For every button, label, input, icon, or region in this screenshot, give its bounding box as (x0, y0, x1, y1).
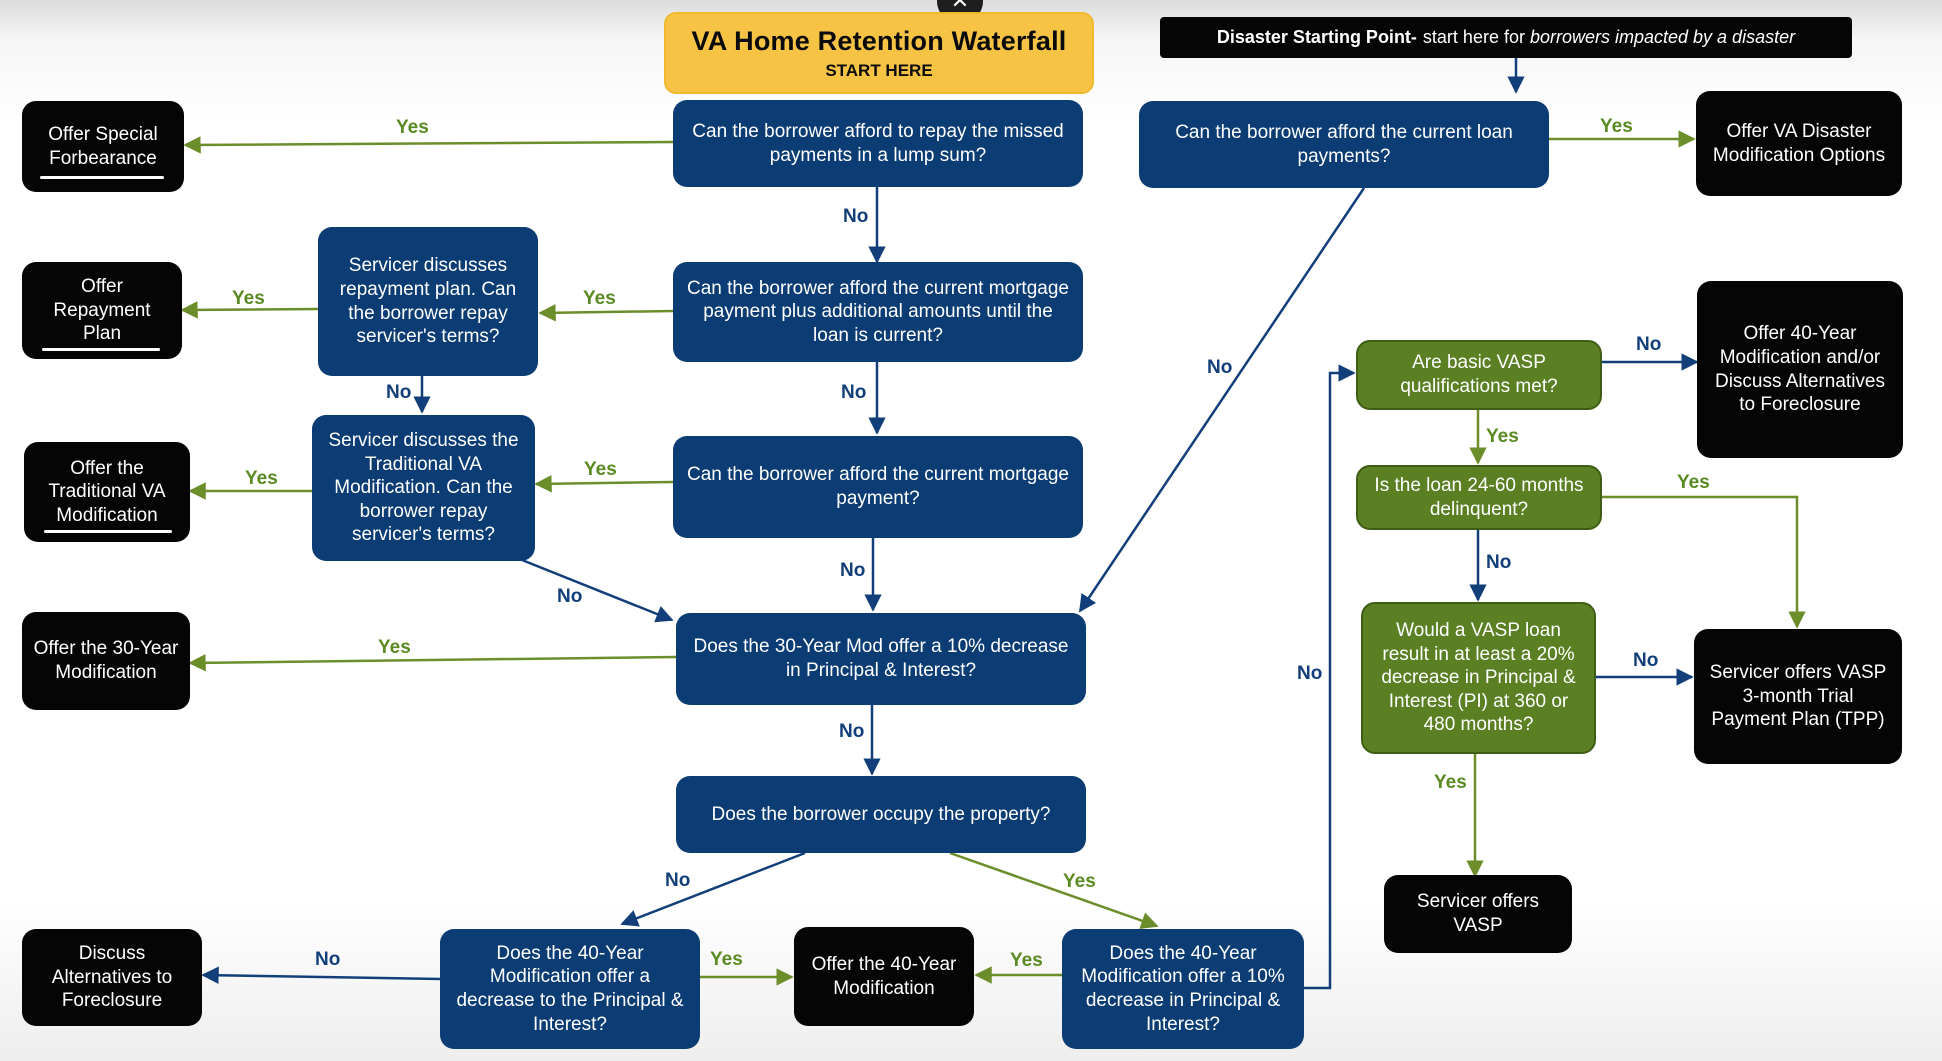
label-current-no: No (840, 560, 866, 581)
question-30yr: Does the 30-Year Mod offer a 10% decreas… (676, 613, 1086, 705)
label-vaspdelinquent-no: No (1486, 552, 1512, 573)
label-occupy-no: No (665, 870, 691, 891)
disaster-banner-normal: start here for (1422, 27, 1525, 48)
underline-traditional-va (44, 530, 172, 533)
label-vasp20-no: No (1633, 650, 1659, 671)
arrow-current-yes (534, 475, 674, 493)
label-lump-no: No (843, 206, 869, 227)
underline-repayment-plan (42, 348, 160, 351)
arrow-currentplus-yes (538, 304, 674, 322)
arrow-40yr-no (201, 966, 441, 985)
question-vasp-20pct: Would a VASP loan result in at least a 2… (1361, 602, 1596, 754)
outcome-vasp: Servicer offers VASP (1384, 875, 1572, 953)
question-disaster-payments: Can the borrower afford the current loan… (1139, 101, 1549, 188)
label-repayment-no: No (386, 382, 412, 403)
outcome-traditional-va: Offer the Traditional VA Modification (24, 442, 190, 542)
question-occupy: Does the borrower occupy the property? (676, 776, 1086, 853)
arrow-40yr10-no (1304, 364, 1356, 990)
question-traditional-va: Servicer discusses the Traditional VA Mo… (312, 415, 535, 561)
label-occupy-yes: Yes (1063, 871, 1096, 892)
arrow-occupy-no (620, 851, 806, 927)
arrow-disaster-no (1078, 187, 1366, 613)
underline-special-forbearance (40, 176, 164, 179)
outcome-repayment-plan: Offer Repayment Plan (22, 262, 182, 359)
label-40yr-yes: Yes (710, 949, 743, 970)
disaster-banner-italic: borrowers impacted by a disaster (1529, 27, 1796, 48)
page-subtitle: START HERE (825, 61, 933, 81)
question-vasp-basic: Are basic VASP qualifications met? (1356, 340, 1602, 410)
label-40yr10-no: No (1297, 663, 1323, 684)
label-disaster-no: No (1207, 357, 1233, 378)
disaster-banner-bold: Disaster Starting Point- (1216, 27, 1417, 48)
label-vaspbasic-yes: Yes (1486, 426, 1519, 447)
label-disaster-yes: Yes (1600, 116, 1633, 137)
outcome-discuss-alternatives: Discuss Alternatives to Foreclosure (22, 929, 202, 1026)
label-currentplus-yes: Yes (583, 288, 616, 309)
label-30yr-no: No (839, 721, 865, 742)
arrow-occupy-yes (949, 851, 1159, 930)
arrow-30yr-yes (188, 654, 677, 672)
label-current-yes: Yes (584, 459, 617, 480)
label-traditional-yes: Yes (245, 468, 278, 489)
question-lump-sum: Can the borrower afford to repay the mis… (673, 100, 1083, 187)
label-40yr10-yes: Yes (1010, 950, 1043, 971)
label-repayment-yes: Yes (232, 288, 265, 309)
question-current-payment: Can the borrower afford the current mort… (673, 436, 1083, 538)
label-vasp20-yes: Yes (1434, 772, 1467, 793)
page-title: VA Home Retention Waterfall (691, 25, 1067, 56)
arrow-lump-yes (183, 136, 674, 154)
question-40yr-decrease: Does the 40-Year Modification offer a de… (440, 929, 700, 1049)
label-30yr-yes: Yes (378, 637, 411, 658)
outcome-vasp-tpp: Servicer offers VASP 3-month Trial Payme… (1694, 629, 1902, 764)
title-box: VA Home Retention Waterfall START HERE (666, 14, 1092, 92)
outcome-40yr-alternatives: Offer 40-Year Modification and/or Discus… (1697, 281, 1903, 458)
label-currentplus-no: No (841, 382, 867, 403)
question-repayment-plan: Servicer discusses repayment plan. Can t… (318, 227, 538, 376)
outcome-va-disaster: Offer VA Disaster Modification Options (1696, 91, 1902, 196)
label-lump-yes: Yes (396, 117, 429, 138)
question-40yr-10pct: Does the 40-Year Modification offer a 10… (1062, 929, 1304, 1049)
label-vaspbasic-no: No (1636, 334, 1662, 355)
label-40yr-no: No (315, 949, 341, 970)
outcome-30yr: Offer the 30-Year Modification (22, 612, 190, 710)
label-traditional-no: No (557, 586, 583, 607)
arrow-vaspdelinquent-yes (1602, 495, 1806, 629)
label-vaspdelinquent-yes: Yes (1677, 472, 1710, 493)
arrow-traditional-no (521, 558, 674, 623)
arrow-repayment-yes (180, 301, 319, 319)
outcome-40yr: Offer the 40-Year Modification (794, 927, 974, 1026)
question-vasp-delinquent: Is the loan 24-60 months delinquent? (1356, 465, 1602, 530)
question-current-plus: Can the borrower afford the current mort… (673, 262, 1083, 362)
